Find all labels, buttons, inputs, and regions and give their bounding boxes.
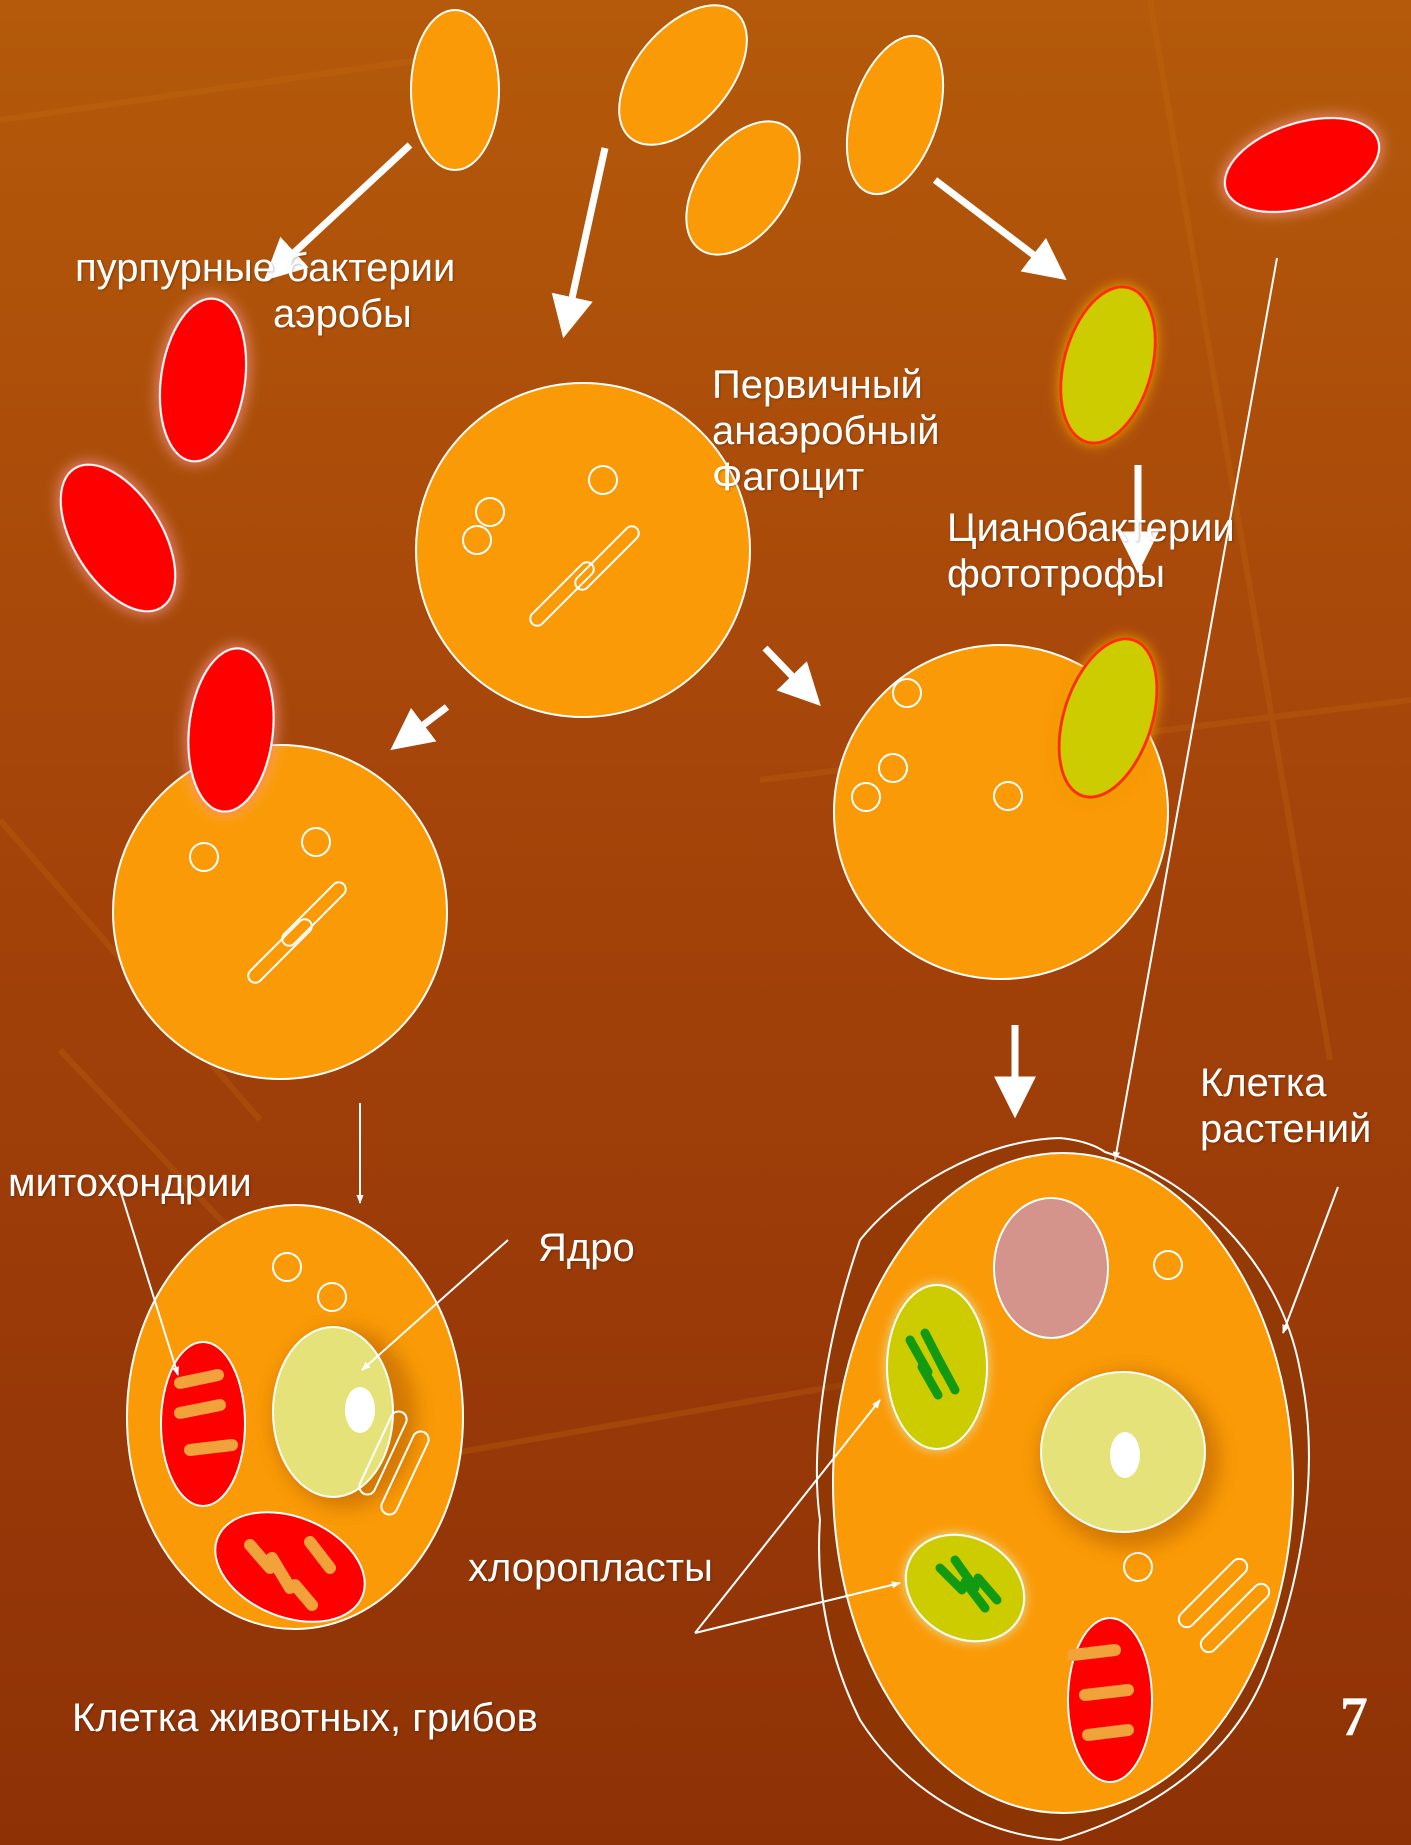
phagocyte-with-aerobe [113,644,447,1079]
label-cyanobacteria: Цианобактерии фототрофы [947,505,1235,597]
arrow [397,707,447,745]
aerobe-bacterium [37,445,199,631]
free-bacteria-group [411,0,961,275]
pointer-plant-cell [1283,1187,1338,1333]
label-plant-cell: Клетка растений [1200,1060,1371,1152]
chloroplast [887,1285,987,1449]
aerobe-bacterium-top [1213,100,1391,229]
free-bacterium [829,24,961,207]
phagocyte-with-cyanobacterium [834,626,1175,979]
plant-cell [817,1138,1309,1840]
label-chloroplasts: хлоропласты [468,1545,713,1591]
label-mitochondria: митохондрии [8,1160,252,1206]
nucleolus [1110,1432,1140,1478]
vacuole [994,1198,1108,1338]
arrow [565,148,605,330]
mitochondrion [1068,1618,1152,1782]
nucleolus [345,1387,375,1433]
primary-phagocyte [416,383,750,717]
label-purple-bacteria: пурпурные бактерии аэробы [75,245,455,337]
animal-nucleus [273,1327,393,1497]
arrow [935,180,1060,275]
animal-cell [127,1205,463,1643]
label-primary-phagocyte: Первичный анаэробный Фагоцит [712,362,940,500]
arrow [765,648,815,700]
label-nucleus: Ядро [538,1225,635,1271]
free-bacterium [411,10,499,170]
mitochondrion [161,1342,245,1506]
label-animal-cell: Клетка животных, грибов [72,1695,538,1741]
page-number: 7 [1340,1685,1368,1749]
cyanobacterium [1045,276,1171,453]
